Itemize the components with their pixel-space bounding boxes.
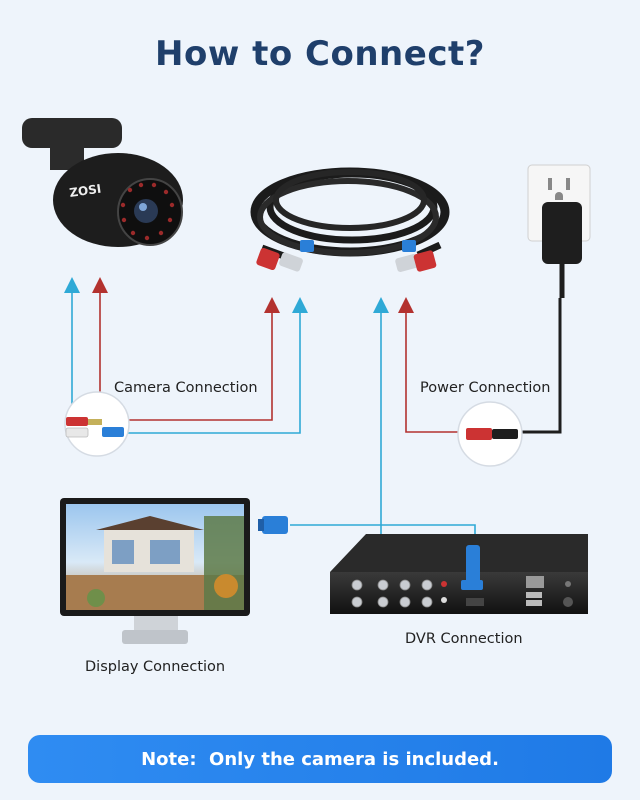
vga-plug-icon xyxy=(258,516,288,534)
dvr-icon xyxy=(330,534,588,614)
note-banner: Note: Only the camera is included. xyxy=(28,735,612,783)
display-connection-label: Display Connection xyxy=(85,659,226,675)
cable-coil-icon xyxy=(250,167,450,257)
camera-icon xyxy=(22,118,183,247)
page-title: How to Connect? xyxy=(155,34,485,74)
power-connection-label: Power Connection xyxy=(420,380,551,396)
power-adapter-icon xyxy=(515,202,582,434)
camera-connection-label: Camera Connection xyxy=(114,380,258,396)
dvr-connection-label: DVR Connection xyxy=(405,631,523,647)
camera-brand-logo: ZOSI xyxy=(68,182,102,200)
monitor-icon xyxy=(60,498,250,644)
note-text: Note: Only the camera is included. xyxy=(141,748,499,770)
camera-connector-zoom xyxy=(64,391,130,457)
cable-connectors-icon xyxy=(256,240,442,272)
power-connector-zoom xyxy=(457,401,523,467)
